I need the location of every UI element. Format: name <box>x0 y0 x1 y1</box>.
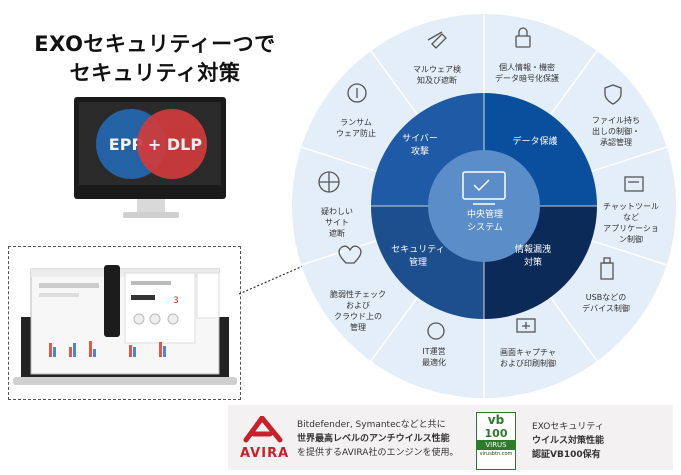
avira-line3: を提供するAVIRA社のエンジンを使用。 <box>297 448 459 458</box>
segment-label: サイバー <box>402 134 438 144</box>
segment-label: データ保護 <box>512 137 558 147</box>
segment-label: 管理 <box>408 258 427 268</box>
segment-label: 対策 <box>523 258 542 268</box>
monitor-base <box>123 212 179 218</box>
vb100-description: EXOセキュリティ ウイルス対策性能 認証VB100保有 <box>532 420 652 462</box>
avira-line2: 世界最高レベルのアンチウイルス性能 <box>297 434 450 444</box>
title-line2: セキュリティ対策 <box>69 61 241 85</box>
center-line1: 中央管理 <box>466 210 503 220</box>
outer-label-app-control: チャットツール など アプリケーショ ン制御 <box>603 202 659 244</box>
vb-logo: vb <box>487 413 505 427</box>
avira-line1: Bitdefender, Symantecなどと共に <box>297 420 446 430</box>
outer-label-it-ops: IT運営 最適化 <box>422 347 446 367</box>
vb-desc-line2: ウイルス対策性能 <box>532 436 605 446</box>
segment-label: セキュリティ <box>391 245 445 255</box>
segment-label: 情報漏洩 <box>514 245 551 255</box>
page-title: EXOセキュリティーつで セキュリティ対策 <box>20 30 290 88</box>
vb-desc-line3: 認証VB100保有 <box>532 450 601 460</box>
dlp-label: + DLP <box>147 134 203 154</box>
vb100-badge: vb 100 VIRUS virusbtn.com <box>476 412 516 470</box>
center-label: 中央管理 システム <box>455 209 515 235</box>
outer-label-encryption: 個人情報・機密 データ暗号化保護 <box>495 63 559 83</box>
segment-security-management: セキュリティ 管理 <box>383 244 453 270</box>
outer-label-malware: マルウェア検 知及び遮断 <box>413 65 461 85</box>
certification-banner <box>228 405 673 470</box>
outer-label-ransomware: ランサム ウェア防止 <box>336 118 376 138</box>
laptop-screenshot-frame: 3 <box>8 246 241 400</box>
avira-umbrella-icon <box>243 416 283 443</box>
svg-text:3: 3 <box>173 296 179 306</box>
outer-label-vulnerability: 脆弱性チェック および クラウド上の 管理 <box>330 290 386 332</box>
dlp-circle: + DLP <box>137 109 207 179</box>
title-line1: EXOセキュリティーつで <box>34 32 276 56</box>
laptop-illustration: 3 <box>13 265 237 385</box>
segment-cyber-attack: サイバー 攻撃 <box>390 133 450 159</box>
segment-leak-prevention: 情報漏洩 対策 <box>503 244 563 270</box>
outer-label-file-control: ファイル持ち 出しの制御・ 承認管理 <box>592 116 640 147</box>
vb-label: VIRUS <box>477 440 515 450</box>
segment-data-protection: データ保護 <box>500 136 570 149</box>
vb-desc-line1: EXOセキュリティ <box>532 422 604 432</box>
segment-label: 攻撃 <box>410 147 429 157</box>
outer-label-usb-control: USBなどの デバイス制御 <box>582 293 630 313</box>
monitor-stand <box>137 199 165 213</box>
avira-description: Bitdefender, Symantecなどと共に 世界最高レベルのアンチウイ… <box>297 418 472 460</box>
outer-label-site-block: 疑わしい サイト 遮断 <box>321 207 353 238</box>
vb-number: 100 <box>484 427 508 440</box>
outer-label-capture-control: 画面キャプチャ および印刷制御 <box>500 348 556 368</box>
vb-site: virusbtn.com <box>479 451 513 457</box>
avira-logo: AVIRA <box>240 446 290 461</box>
epp-label: EPP <box>108 134 144 154</box>
security-wheel <box>292 14 676 398</box>
center-line2: システム <box>467 223 503 233</box>
